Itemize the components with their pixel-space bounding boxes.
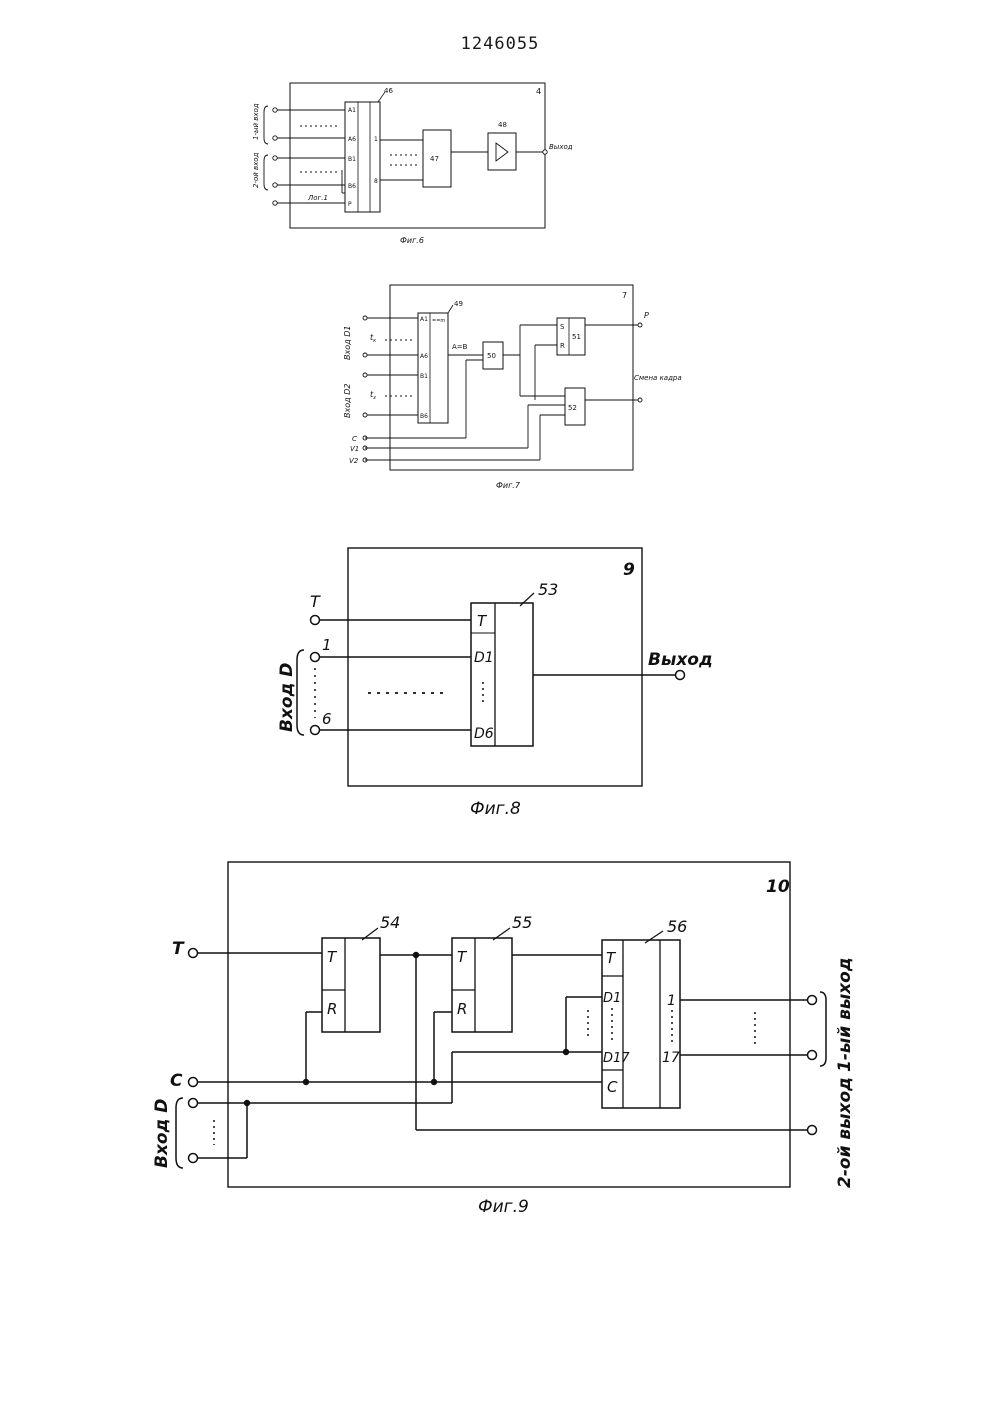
fig7-caption: Фиг.7 [496, 481, 521, 490]
fig7-pin-b1: B1 [420, 373, 428, 380]
fig9-element-54-label: 54 [380, 913, 400, 932]
figure-6 [264, 83, 547, 228]
fig9-output2-label: 2-ой выход [835, 1077, 855, 1188]
fig7-block-50-label: 50 [487, 352, 496, 360]
fig6-pin-a1: A1 [348, 107, 356, 114]
figure-9 [176, 862, 826, 1187]
fig9-frame [228, 862, 790, 1187]
fig9-element-55-label: 55 [512, 913, 532, 932]
fig9-pin56-d1: D1 [603, 991, 621, 1006]
fig9-caption: Фиг.9 [478, 1197, 529, 1217]
fig9-pin56-d17: D17 [603, 1051, 630, 1066]
fig6-block-47-label: 47 [430, 155, 439, 163]
fig6-out-pin-8: 8 [374, 178, 378, 185]
fig9-pin56-t: T [606, 949, 617, 967]
fig9-input-c: C [170, 1071, 183, 1091]
fig8-output-label: Выход [648, 650, 713, 670]
fig9-pin55-t: T [457, 948, 468, 966]
fig7-output-p: P [644, 311, 649, 320]
fig8-pin-d1: D1 [474, 650, 494, 666]
fig8-pin-d6: D6 [474, 726, 494, 742]
fig9-input-t: T [172, 939, 185, 959]
fig7-block-no: 7 [622, 291, 627, 300]
fig6-input1-label: 1-ый вход [252, 103, 260, 140]
fig7-pin-b6: B6 [420, 413, 428, 420]
fig8-pin-t: T [477, 612, 488, 630]
fig7-comparator-49 [418, 313, 448, 423]
fig7-compare-out: A=B [452, 343, 468, 351]
fig6-caption: Фиг.6 [400, 236, 424, 245]
fig7-block-51-label: 51 [572, 333, 581, 341]
fig6-pin-b1: B1 [348, 156, 356, 163]
fig7-signal-v1: V1 [350, 445, 359, 453]
fig6-comparator-no: 46 [384, 87, 393, 95]
fig6-out-pin-1: 1 [374, 136, 378, 143]
fig6-pin-p: P [348, 201, 352, 208]
fig8-input-first: 1 [322, 636, 332, 654]
fig7-signal-c: C [352, 435, 357, 443]
fig9-output1-label: 1-ый выход [835, 957, 855, 1072]
fig9-pin54-r: R [327, 1000, 337, 1018]
fig8-block-no: 9 [623, 560, 635, 580]
fig9-pin55-r: R [457, 1000, 467, 1018]
fig6-block-no: 4 [536, 87, 541, 96]
fig9-pin54-t: T [327, 948, 338, 966]
fig7-signal-v2: V2 [349, 457, 359, 465]
fig6-block-48 [488, 133, 516, 170]
fig9-block-no: 10 [766, 877, 790, 897]
fig7-input-d2-label: Вход D2 [343, 384, 352, 418]
fig6-output-label: Выход [549, 143, 573, 151]
figure-7 [363, 285, 642, 470]
fig7-pin-a1: A1 [420, 316, 428, 323]
fig7-input-d1-label: Вход D1 [343, 326, 352, 360]
fig7-block-52-label: 52 [568, 404, 577, 412]
fig9-input-d-label: Вход D [152, 1099, 172, 1168]
fig9-out-pin-1: 1 [667, 993, 676, 1009]
fig9-out-pin-17: 17 [662, 1050, 680, 1066]
fig7-comparator-head: ==m [432, 318, 445, 324]
fig8-caption: Фиг.8 [470, 799, 521, 819]
fig7-pin-s: S [560, 323, 565, 331]
fig6-block-48-label: 48 [498, 121, 507, 129]
fig7-pin-r: R [560, 342, 565, 350]
fig6-pin-b6: B6 [348, 183, 356, 190]
fig7-tz: tз [370, 390, 376, 401]
fig8-input-t: T [310, 592, 321, 611]
fig6-frame [290, 83, 545, 228]
fig6-input2-label: 2-ой вход [252, 152, 260, 188]
fig9-pin56-c: C [607, 1078, 618, 1096]
fig7-tk: tк [370, 333, 376, 344]
fig7-pin-a6: A6 [420, 353, 428, 360]
fig6-log1-label: Лог.1 [307, 194, 328, 202]
fig7-comparator-no: 49 [454, 300, 463, 308]
fig8-input-d-label: Вход D [277, 663, 297, 732]
fig6-pin-a6: A6 [348, 136, 356, 143]
fig7-output-frame-change: Смена кадра [634, 374, 682, 382]
fig9-element-56-label: 56 [667, 917, 687, 936]
figure-8 [297, 548, 685, 786]
fig8-element-no: 53 [538, 580, 558, 599]
fig8-input-last: 6 [322, 710, 332, 728]
